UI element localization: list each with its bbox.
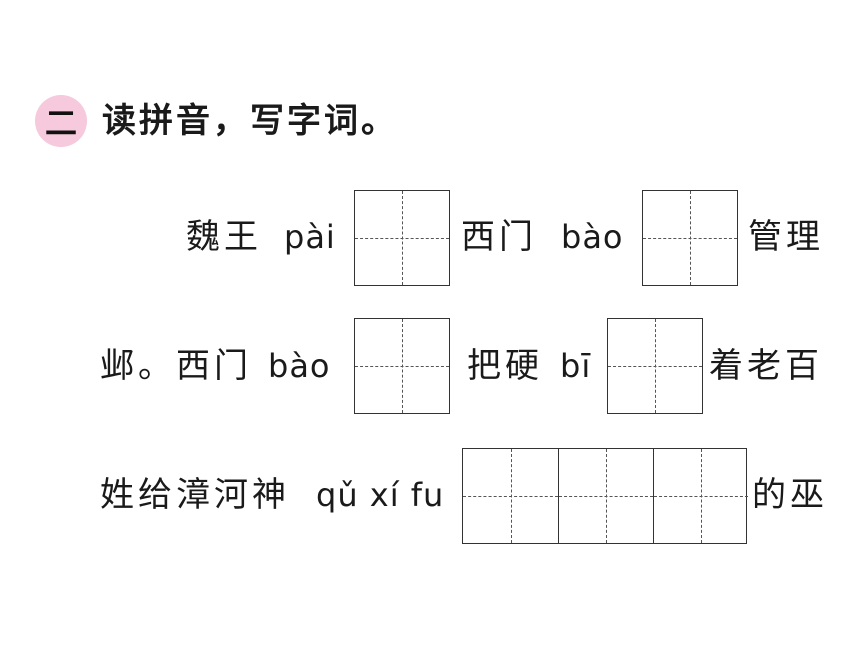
section-number: 二 [44, 104, 77, 142]
line1-pinyin-1: pài [284, 218, 336, 256]
answer-box-bao-1[interactable] [642, 190, 738, 286]
line2-text-1: 邺。西门 [100, 346, 252, 386]
line1-pinyin-2: bào [561, 218, 624, 256]
tian-cell [643, 191, 737, 285]
line3-text-2: 的巫 [752, 475, 828, 515]
line1-text-2: 西门 [461, 217, 537, 257]
tian-cell [355, 191, 449, 285]
tian-cell [463, 449, 558, 543]
section-title: 读拼音，写字词。 [102, 101, 398, 141]
line3-text-1: 姓给漳河神 [100, 475, 290, 515]
tian-cell [558, 449, 653, 543]
answer-box-bao-2[interactable] [354, 318, 450, 414]
tian-cell [608, 319, 702, 413]
line2-text-3: 着老百 [709, 346, 823, 386]
answer-box-bi[interactable] [607, 318, 703, 414]
line2-text-2: 把硬 [467, 346, 543, 386]
section-number-badge: 二 [35, 95, 87, 147]
line2-pinyin-1: bào [268, 347, 331, 385]
line2-pinyin-2: bī [560, 347, 592, 385]
line1-text-3: 管理 [748, 217, 824, 257]
line3-pinyin-1: qǔ xí fu [316, 476, 445, 514]
answer-box-pai[interactable] [354, 190, 450, 286]
tian-cell [653, 449, 748, 543]
line1-text-1: 魏王 [186, 217, 262, 257]
answer-box-quxifu[interactable] [462, 448, 748, 544]
tian-cell [355, 319, 449, 413]
